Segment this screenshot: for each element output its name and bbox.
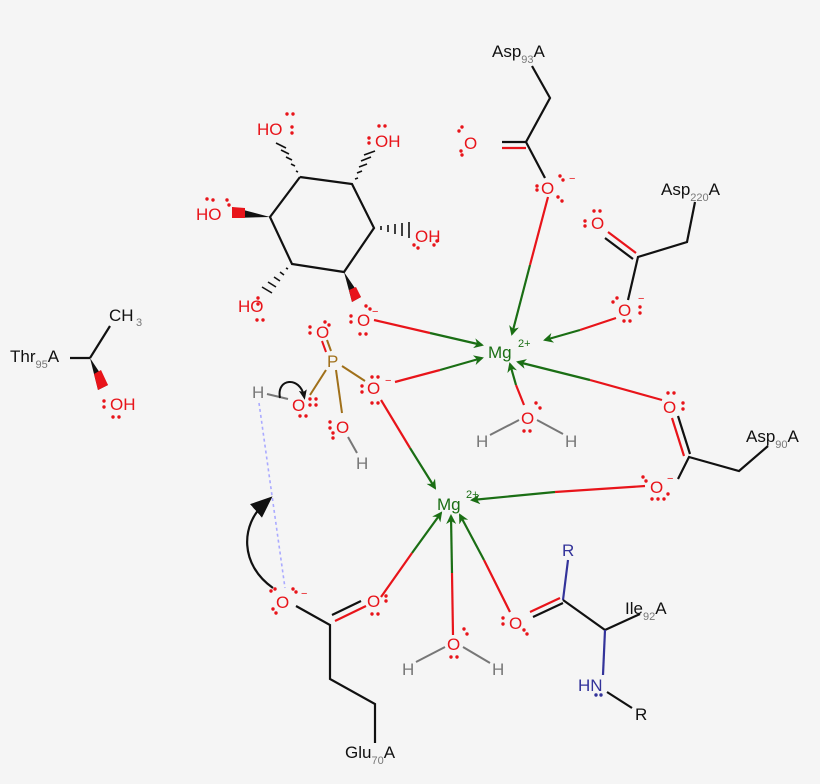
residue-asp93: Asp93A O O − (457, 42, 575, 203)
residue-thr95: Thr95A CH 3 OH (10, 306, 142, 419)
svg-text:O: O (591, 214, 604, 233)
svg-text:O: O (336, 418, 349, 437)
svg-text:R: R (562, 541, 574, 560)
svg-text:O: O (663, 398, 676, 417)
inositol-ring (232, 142, 410, 302)
svg-text:H: H (476, 432, 488, 451)
ring-hydroxyl-label: OH (375, 132, 401, 151)
mg2-coordination-arrows (380, 399, 646, 636)
residue-label: Asp220A (661, 180, 721, 204)
water-mg2: O H H (402, 627, 504, 679)
svg-text:O: O (650, 478, 663, 497)
mg1-coordination-arrows (373, 196, 663, 406)
ring-hydroxyl-label: OH (415, 227, 441, 246)
water-mg1: O H H (476, 401, 577, 451)
hydrogen-bond-dashed (258, 402, 286, 589)
ring-hydroxyl-label: HO (257, 120, 283, 139)
svg-text:−: − (667, 473, 673, 485)
svg-text:O: O (521, 409, 534, 428)
ring-hydroxyl-label: HO (238, 297, 264, 316)
hashed-wedge-bonds (261, 142, 410, 294)
svg-text:O: O (618, 301, 631, 320)
residue-label: Ile92A (625, 599, 667, 623)
curly-arrow-deprotonation (246, 496, 274, 589)
svg-text:CH: CH (109, 306, 134, 325)
svg-text:O: O (464, 134, 477, 153)
ring-hydroxyls: HO OH HO OH HO (196, 112, 441, 322)
residue-label: Thr95A (10, 347, 60, 371)
svg-text:O: O (509, 614, 522, 633)
svg-text:O: O (367, 379, 380, 398)
svg-text:−: − (301, 588, 307, 600)
threonine-hydroxyl: OH (110, 395, 136, 414)
svg-text:O: O (367, 592, 380, 611)
svg-text:−: − (385, 375, 391, 387)
mg-symbol: Mg (488, 343, 512, 362)
phosphorus-atom: P (327, 352, 338, 371)
mg-symbol: Mg (437, 495, 461, 514)
svg-text:O: O (292, 396, 305, 415)
mg-charge: 2+ (518, 338, 531, 350)
residue-label: Asp90A (746, 427, 800, 451)
residue-asp90: Asp90A O O − (641, 391, 800, 501)
svg-text:O: O (447, 635, 460, 654)
svg-text:H: H (402, 660, 414, 679)
svg-text:H: H (356, 454, 368, 473)
svg-text:−: − (372, 306, 378, 318)
svg-text:−: − (569, 173, 575, 185)
lone-pair-dots (205, 112, 439, 322)
svg-text:3: 3 (136, 317, 142, 329)
svg-text:H: H (565, 432, 577, 451)
svg-text:H: H (492, 660, 504, 679)
glutamate-oxyanion: O (276, 593, 289, 612)
svg-text:O: O (541, 179, 554, 198)
curly-arrow-proton (278, 381, 307, 400)
transferring-hydrogen: H (252, 383, 264, 402)
residue-ile92: Ile92A R O HN R (501, 541, 667, 724)
ring-oxyanion: O (357, 311, 370, 330)
svg-text:R: R (635, 705, 647, 724)
residue-asp220: Asp220A O O − (583, 180, 721, 323)
residue-label: Glu70A (345, 743, 396, 767)
residue-glu70: Glu70A O − O (246, 402, 396, 767)
ring-hydroxyl-label: HO (196, 205, 222, 224)
mg-ion-1: Mg 2+ (488, 338, 531, 362)
residue-label: Asp93A (492, 42, 546, 66)
mg-ion-2: Mg 2+ (437, 489, 479, 514)
svg-text:O: O (316, 323, 329, 342)
svg-text:−: − (638, 293, 644, 305)
phosphate-group: P O O H O H O − (252, 320, 391, 473)
svg-text:HN: HN (578, 676, 603, 695)
